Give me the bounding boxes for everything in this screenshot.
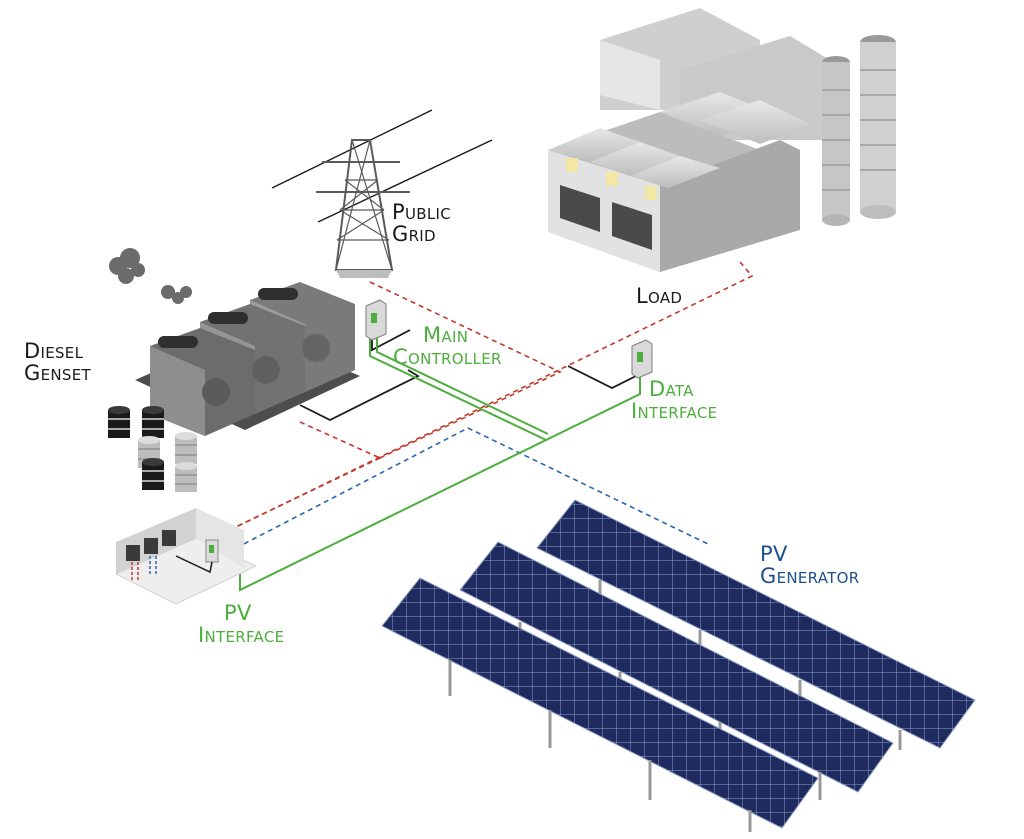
diesel-generator-icon	[135, 282, 360, 436]
load-power-line	[229, 261, 754, 531]
pv-data-line	[235, 427, 711, 549]
public-grid-label: Public Grid	[392, 200, 451, 246]
controller-green-line-2	[376, 333, 549, 435]
solar-panel-row	[536, 499, 976, 749]
pv-interface-power-line	[224, 457, 381, 533]
factory-icon	[548, 8, 896, 272]
controller-box-icon	[365, 299, 387, 341]
grid-power-line	[369, 281, 562, 459]
pv-generator-label: PV Generator	[760, 542, 860, 588]
solar-panel-row	[459, 541, 894, 793]
data-interface-box-icon	[631, 339, 653, 379]
pv-interface-label: PV Interface	[198, 601, 285, 647]
data-interface-wire	[567, 362, 637, 390]
connection-lines	[224, 261, 754, 592]
inverter-room-icon	[114, 508, 258, 605]
smoke-icon	[109, 248, 192, 304]
main-controller-label: Main Controller	[393, 323, 502, 369]
load-label: Load	[636, 284, 683, 308]
oil-barrel-icon	[108, 406, 197, 492]
data-interface-label: Data Interface	[631, 377, 718, 423]
diesel-genset-label: Diesel Genset	[24, 339, 91, 385]
genset-wire	[299, 329, 420, 422]
transmission-tower-icon	[271, 109, 493, 278]
genset-power-line	[299, 421, 381, 459]
solar-panel-array-icon	[381, 499, 976, 832]
data-green-line	[545, 372, 641, 441]
